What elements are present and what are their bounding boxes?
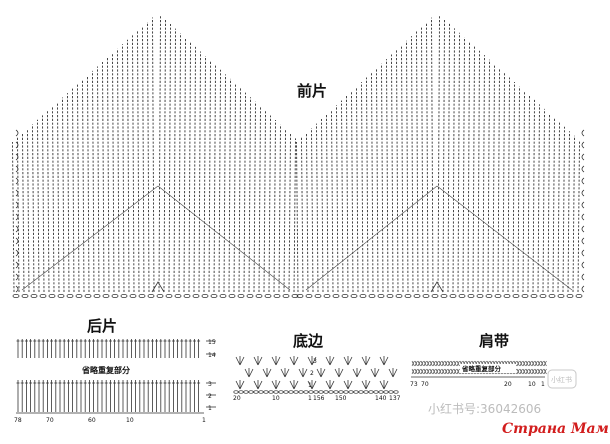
back-panel-row-arrows	[206, 340, 216, 408]
back-row-label-15: 15	[208, 339, 216, 346]
bottom-col-number-10: 10	[272, 395, 280, 402]
bottom-edge-fan-stitches	[235, 356, 398, 390]
front-panel-stitch-columns	[12, 14, 580, 293]
xiaohongshu-logo-text: 小红书	[551, 375, 572, 384]
strana-mam-logo: Страна Мам	[502, 421, 609, 437]
back-col-number-70: 70	[46, 417, 54, 424]
back-panel-title: 后片	[87, 317, 117, 335]
bottom-col-number-137: 137	[389, 395, 401, 402]
back-panel-omitted-label: 省略重复部分	[81, 365, 130, 375]
back-row-label-14: 14	[208, 352, 216, 359]
bottom-row-label-3: 3	[313, 358, 317, 365]
bottom-col-number-140: 140	[375, 395, 387, 402]
back-row-label-1: 1	[208, 405, 212, 412]
shoulder-strap-omitted-label: 省略重复部分	[461, 364, 502, 373]
strap-col-number-70: 70	[421, 381, 429, 388]
bottom-col-number-156: 156	[313, 395, 325, 402]
strana-mam-watermark: Страна Мам	[502, 421, 609, 437]
strap-col-number-73: 73	[410, 381, 418, 388]
strap-col-number-1: 1	[541, 381, 545, 388]
strap-col-number-10: 10	[528, 381, 536, 388]
front-panel-title: 前片	[297, 82, 327, 100]
bottom-edge-foundation-chain	[233, 390, 399, 394]
back-panel-stitch-columns	[16, 339, 201, 412]
bottom-col-number-1: 1	[308, 395, 312, 402]
bottom-edge-chart: 底边 3 2 1 20 10 1 156 150 140 137	[233, 332, 401, 402]
front-panel-edge-stitches	[12, 129, 585, 298]
back-panel-chart: 后片 省略重复部分 15 14 3 2 1 78 70 60 10 1	[14, 317, 216, 424]
strap-col-number-20: 20	[504, 381, 512, 388]
shoulder-strap-omitted-box	[460, 364, 516, 373]
shoulder-strap-stitches	[411, 360, 547, 375]
front-panel-chart: 前片	[12, 14, 585, 298]
back-row-label-2: 2	[208, 393, 212, 400]
back-col-number-10: 10	[126, 417, 134, 424]
bottom-edge-title: 底边	[293, 332, 324, 350]
back-col-number-1: 1	[202, 417, 206, 424]
back-row-label-3: 3	[208, 381, 212, 388]
xiaohongshu-logo: 小红书	[547, 369, 577, 389]
front-panel-guide-lines	[21, 185, 573, 291]
back-col-number-60: 60	[88, 417, 96, 424]
source-watermark: 小红书号:36042606	[428, 401, 541, 416]
shoulder-strap-title: 肩带	[479, 332, 509, 350]
back-col-number-78: 78	[14, 417, 22, 424]
bottom-col-number-20: 20	[233, 395, 241, 402]
bottom-row-label-1: 1	[308, 382, 312, 389]
bottom-row-label-2: 2	[310, 370, 314, 377]
bottom-col-number-150: 150	[335, 395, 347, 402]
shoulder-strap-chart: 肩带 省略重复部分 73 70 20 10 1	[410, 332, 547, 388]
back-panel-omitted-box	[28, 360, 178, 378]
